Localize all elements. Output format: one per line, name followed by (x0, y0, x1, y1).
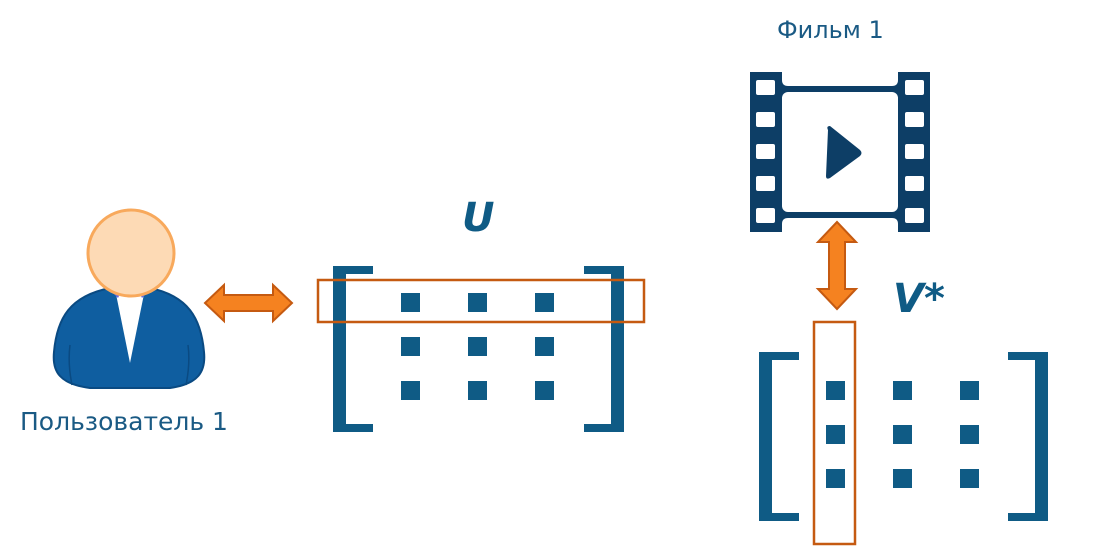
film-label: Фильм 1 (777, 16, 884, 44)
user-shirt (116, 294, 144, 363)
film-sprocket-hole (756, 112, 775, 127)
film-sprocket-hole (905, 208, 924, 223)
matrix-u-cell (535, 381, 554, 400)
matrix-v-cell (960, 469, 979, 488)
film-frame-top-gap (782, 72, 898, 86)
user-label: Пользователь 1 (20, 407, 228, 436)
matrix-v-cell (826, 425, 845, 444)
matrix-v-cell (893, 469, 912, 488)
film-sprocket-hole (905, 144, 924, 159)
matrix-u-cell (535, 337, 554, 356)
matrix-v-right-bracket (1008, 352, 1048, 521)
double-arrow-horizontal (203, 282, 294, 324)
matrix-u-title: U (462, 195, 495, 241)
film-sprocket-hole (756, 144, 775, 159)
user-suit-fold-right (185, 344, 190, 386)
play-triangle-icon (826, 126, 862, 179)
film-sprocket-hole (756, 208, 775, 223)
double-arrow-vertical (815, 220, 859, 311)
matrix-u (316, 266, 646, 432)
matrix-v-cell (960, 425, 979, 444)
user-head (86, 208, 176, 298)
matrix-v-title: V* (893, 276, 945, 322)
matrix-u-cell (468, 337, 487, 356)
matrix-u-cell (535, 293, 554, 312)
user-icon (52, 208, 206, 389)
user-suit-fold-left (68, 344, 73, 386)
film-play-icon (750, 72, 930, 232)
matrix-u-cell (468, 293, 487, 312)
matrix-u-cell (401, 381, 420, 400)
film-sprocket-hole (905, 112, 924, 127)
matrix-v-cell (826, 381, 845, 400)
film-sprocket-hole (905, 176, 924, 191)
matrix-u-cell (401, 337, 420, 356)
matrix-u-left-bracket (333, 266, 373, 432)
matrix-u-row-highlight (316, 278, 646, 324)
matrix-v-cell (826, 469, 845, 488)
matrix-v-cell (893, 381, 912, 400)
film-sprocket-hole (756, 176, 775, 191)
matrix-v-cell (960, 381, 979, 400)
matrix-v-left-bracket (759, 352, 799, 521)
matrix-v-cell (893, 425, 912, 444)
matrix-u-right-bracket (584, 266, 624, 432)
matrix-u-cell (468, 381, 487, 400)
film-sprocket-hole (905, 80, 924, 95)
film-sprocket-hole (756, 80, 775, 95)
matrix-v-column-highlight (812, 320, 857, 546)
matrix-v (759, 320, 1048, 546)
matrix-u-cell (401, 293, 420, 312)
